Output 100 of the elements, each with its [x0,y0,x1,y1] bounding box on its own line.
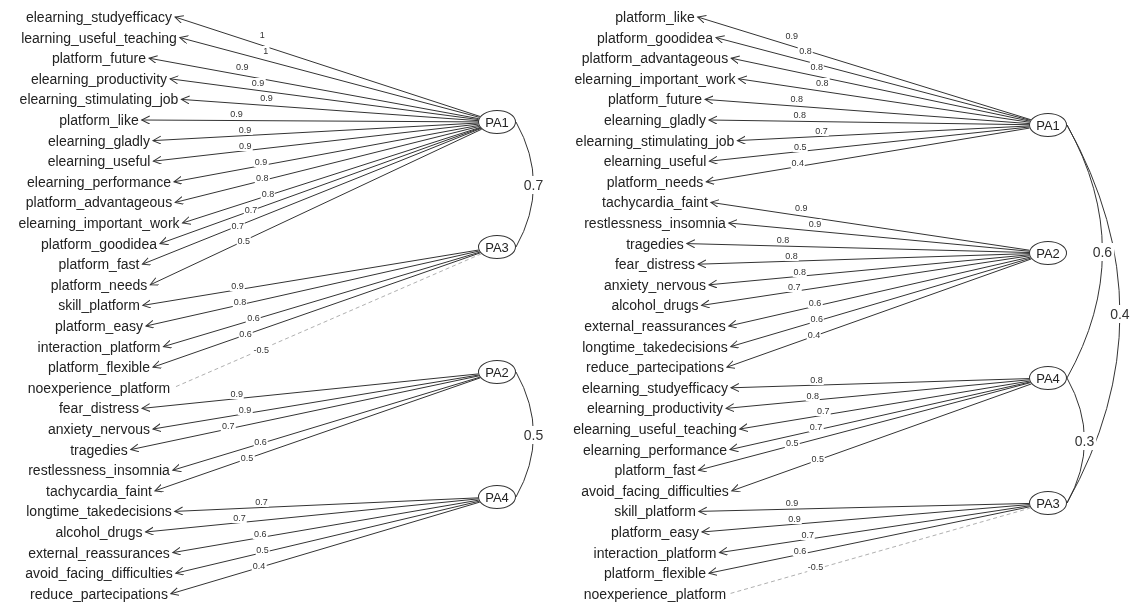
edge-label: 1 [262,45,270,56]
variable-label: platform_future [51,50,147,67]
variable-label: elearning_important_work [18,215,180,231]
loading-arrow [730,378,1030,393]
variable-label: elearning_productivity [30,70,168,87]
loading-arrow [708,254,1030,289]
edge-label: 0.9 [259,93,274,104]
edge-label: 0.6 [246,312,261,323]
loading-arrow [739,380,1031,433]
edge-label: 0.9 [229,109,244,120]
loading-arrow [708,126,1030,165]
edge-label: 0.7 [221,420,236,431]
variable-label: skill_platform [58,297,140,314]
variable-label: elearning_useful [603,153,707,170]
edge-label: 0.9 [230,281,245,292]
factor-ellipse: PA1 [478,110,516,134]
variable-label: longtime_takedecisions [582,338,728,355]
variable-label: platform_like [615,9,695,25]
loading-arrow [728,219,1030,252]
factor-ellipse: PA3 [1029,491,1067,515]
edge-label: 0.7 [814,126,829,137]
variable-label: platform_goodidea [597,29,713,46]
edge-label: 0.5 [255,544,270,555]
factor-ellipse: PA2 [1029,241,1067,265]
variable-label: tragedies [70,441,128,458]
loading-arrow [708,506,1031,576]
edge-label: 0.5 [792,141,808,152]
loading-arrow [159,127,481,246]
variable-label: elearning_useful [47,153,151,170]
edge-label: -0.5 [252,344,270,355]
loading-arrow [701,255,1030,309]
loading-arrow [701,504,1030,536]
variable-label: interaction_platform [593,544,717,561]
edge-label: 1 [258,29,266,40]
variable-label: elearning_performance [27,173,171,190]
variable-label: reduce_partecipations [30,585,168,602]
loading-arrow [719,505,1030,556]
loading-arrow [163,251,481,349]
loading-arrow [152,374,480,433]
variable-label: tragedies [626,235,684,252]
edge-label: 0.7 [254,497,269,508]
edge-label: 0.8 [789,94,805,105]
loading-arrow [154,377,481,493]
variable-label: elearning_important_work [574,70,736,87]
loading-arrow [715,35,1031,121]
loading-arrow [697,253,1030,269]
loading-arrow [169,75,479,121]
edge-label: 0.8 [254,173,270,184]
variable-label: learning_useful_teaching [21,29,177,46]
loading-arrow [172,499,480,556]
variable-label: platform_fast [58,256,140,273]
variable-label: elearning_useful_teaching [573,421,737,437]
loading-arrow [152,123,479,165]
variable-label: anxiety_nervous [604,276,706,293]
edge-label: 0.8 [232,297,248,307]
edge-label: 0.8 [792,266,808,277]
variable-label: platform_needs [606,173,704,190]
correlation-arc [515,121,534,248]
loading-arrow [728,256,1031,329]
loading-arrow [174,125,480,205]
correlation-arc [1066,377,1085,504]
edge-label: 0.7 [808,422,824,433]
loading-arrow [179,35,480,118]
variable-label: platform_easy [55,318,143,334]
variable-label: external_reassurances [28,544,170,561]
variable-label: tachycardia_faint [46,482,152,499]
loading-arrow [145,498,479,536]
loading-arrow [726,258,1032,369]
edge-label: 0.5 [239,452,255,463]
edge-label: 0.6 [807,298,823,309]
edge-label: 0.9 [237,405,253,416]
edge-label: 0.4 [251,560,267,571]
loading-arrow [697,382,1031,473]
edge-label: 0.8 [805,390,821,401]
variable-label: avoid_facing_difficulties [581,482,729,499]
edge-label: 0.9 [250,77,266,88]
variable-label: noexperience_platform [27,379,171,396]
loading-arrow [145,250,480,329]
loading-arrow [705,127,1031,185]
variable-label: alcohol_drugs [55,524,143,540]
edge-label: 0.7 [800,530,816,541]
loading-arrow [170,501,481,596]
edge-label: 0.9 [253,157,269,168]
loading-arrow [152,122,479,145]
variable-label: anxiety_nervous [48,421,150,437]
variable-label: platform_fast [614,462,696,479]
variable-label: elearning_studyefficacy [581,379,729,396]
loading-arrow [736,125,1030,145]
edge-label: 0.9 [784,498,800,509]
loading-arrow [738,75,1030,123]
edge-label: 0.9 [807,218,823,229]
edge-label: 0.8 [775,234,791,245]
variable-label: alcohol_drugs [611,297,699,314]
loading-arrow [173,124,480,185]
loading-arrow [697,15,1032,121]
loading-arrow [708,115,1030,126]
factor-ellipse: PA3 [478,235,516,259]
variable-label: platform_like [59,112,139,128]
factor-ellipse: PA2 [478,360,516,384]
edge-label: 0.9 [229,389,244,400]
